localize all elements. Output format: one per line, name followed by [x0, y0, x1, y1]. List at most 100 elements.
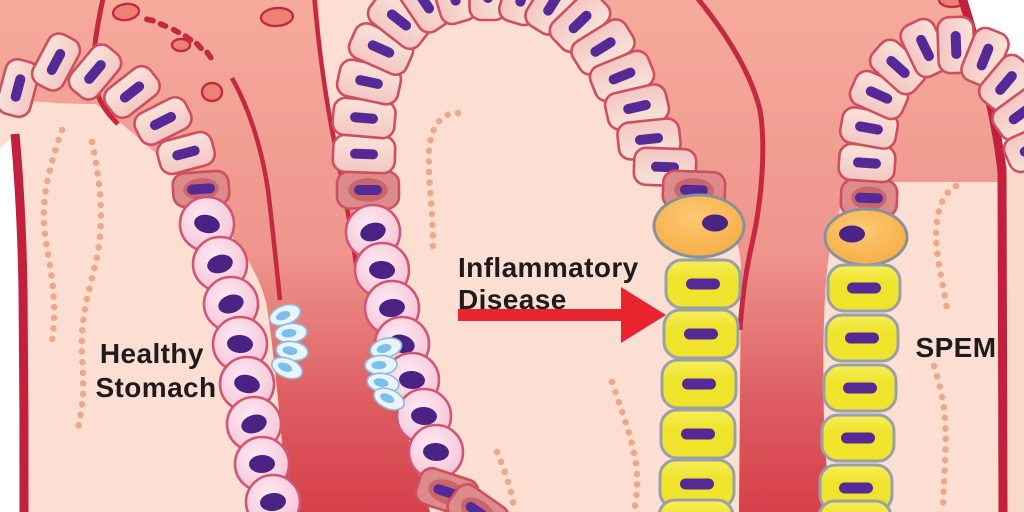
- stroma-dotted-line: [930, 362, 949, 509]
- pit-cell: [394, 0, 454, 34]
- spem-cell: [657, 498, 735, 512]
- healthy-label-line1: Healthy: [100, 338, 204, 369]
- capillary-dot: [111, 2, 141, 22]
- cell-nucleus: [465, 501, 491, 512]
- spem-cell: [662, 308, 740, 360]
- cell-nucleus: [608, 67, 636, 85]
- cell-nucleus: [371, 360, 387, 370]
- chief-cell: [369, 337, 403, 359]
- cell-nucleus: [684, 328, 718, 340]
- spem-cell: [659, 408, 737, 460]
- cell-nucleus: [227, 334, 253, 354]
- cell-nucleus: [841, 432, 875, 444]
- capillary-dots: [111, 0, 967, 103]
- cell-nucleus: [350, 148, 378, 160]
- cell-nucleus: [369, 260, 395, 280]
- cell-nucleus: [623, 99, 651, 115]
- cell-nucleus: [350, 112, 378, 124]
- chief-cell: [270, 356, 304, 380]
- pit-cell: [133, 95, 193, 147]
- lamina-left-region: [0, 0, 430, 512]
- chief-cell: [364, 354, 398, 376]
- cell-nucleus: [278, 362, 293, 373]
- vessel-dash: [170, 26, 182, 36]
- cell-nucleus: [568, 10, 592, 34]
- cell-nucleus: [413, 0, 435, 14]
- spem-cell: [824, 313, 900, 363]
- cell-nucleus: [380, 393, 395, 404]
- vessel-dash: [204, 49, 214, 61]
- arrow-right-icon: [458, 287, 666, 343]
- spem-cell: [826, 263, 902, 313]
- pit-cell: [103, 64, 161, 120]
- vessel-dash: [193, 40, 205, 52]
- cell-nucleus: [845, 332, 879, 344]
- cell-nucleus: [847, 282, 881, 294]
- cell-nucleus: [682, 378, 716, 390]
- pit-cell: [331, 133, 397, 175]
- cell-nucleus: [249, 454, 275, 474]
- lamina-right-region: [582, 0, 1010, 512]
- cell-nucleus: [46, 49, 66, 75]
- spem-label-text: SPEM: [916, 332, 997, 363]
- cell-nucleus: [149, 111, 177, 131]
- spem-cell: [820, 413, 896, 463]
- cell-nucleus: [635, 133, 663, 145]
- disease-label-line1: Inflammatory: [458, 252, 639, 283]
- cell-nucleus: [367, 40, 395, 58]
- cell-nucleus: [865, 86, 893, 104]
- pit-cell: [155, 130, 217, 176]
- stroma-dotted-line: [608, 378, 641, 512]
- spem-gland: [818, 15, 1024, 512]
- pit-cell: [331, 96, 397, 140]
- chief-cell: [274, 322, 308, 344]
- cell-nucleus: [275, 310, 291, 321]
- cell-nucleus: [976, 43, 994, 71]
- cell-nucleus: [995, 71, 1017, 95]
- spem-cell: [664, 258, 742, 310]
- stroma-dotted-line: [40, 126, 66, 346]
- chief-cell: [275, 340, 309, 362]
- cell-nucleus: [241, 414, 267, 434]
- chief-cell: [366, 372, 400, 394]
- cell-nucleus: [360, 222, 386, 242]
- cell-nucleus: [843, 382, 877, 394]
- cell-nucleus: [916, 34, 934, 62]
- cell-nucleus: [207, 254, 233, 274]
- pit-cell: [868, 38, 928, 96]
- spem-cell: [660, 358, 738, 410]
- vessel-dash: [157, 21, 169, 29]
- spem-cell: [818, 463, 894, 512]
- stroma-dotted-line: [932, 182, 960, 320]
- cell-nucleus: [84, 60, 106, 84]
- cell-nucleus: [218, 294, 244, 314]
- cell-nucleus: [172, 145, 200, 161]
- cell-nucleus: [119, 81, 145, 103]
- cell-nucleus: [379, 298, 405, 318]
- inflamed-gland: [331, 0, 746, 512]
- cell-nucleus: [853, 157, 881, 169]
- cell-nucleus: [839, 482, 873, 494]
- healthy-label-line2: Stomach: [95, 372, 216, 403]
- right-margin: [1006, 170, 1024, 512]
- stroma-dotted-line: [425, 109, 462, 254]
- pit-cell: [30, 32, 82, 92]
- stroma-dotted-line: [493, 448, 518, 512]
- stroma-dotted-lines: [40, 109, 960, 512]
- capillary-dot: [937, 0, 967, 9]
- pit-cell: [548, 0, 612, 54]
- transition-pit-cell: [446, 483, 510, 512]
- chief-cell: [373, 387, 405, 411]
- pit-cell: [1002, 122, 1024, 174]
- cell-nucleus: [590, 37, 616, 57]
- cell-nucleus: [355, 75, 383, 89]
- left-border: [10, 133, 29, 512]
- capillary-dot: [200, 81, 224, 103]
- cell-nucleus: [680, 478, 714, 490]
- cell-nucleus: [234, 374, 260, 394]
- spem-label: SPEM: [916, 332, 997, 363]
- svg-text:SPEM: SPEM: [916, 332, 997, 363]
- pit-cell: [67, 43, 123, 101]
- metaplastic-orange-cell: [823, 207, 909, 267]
